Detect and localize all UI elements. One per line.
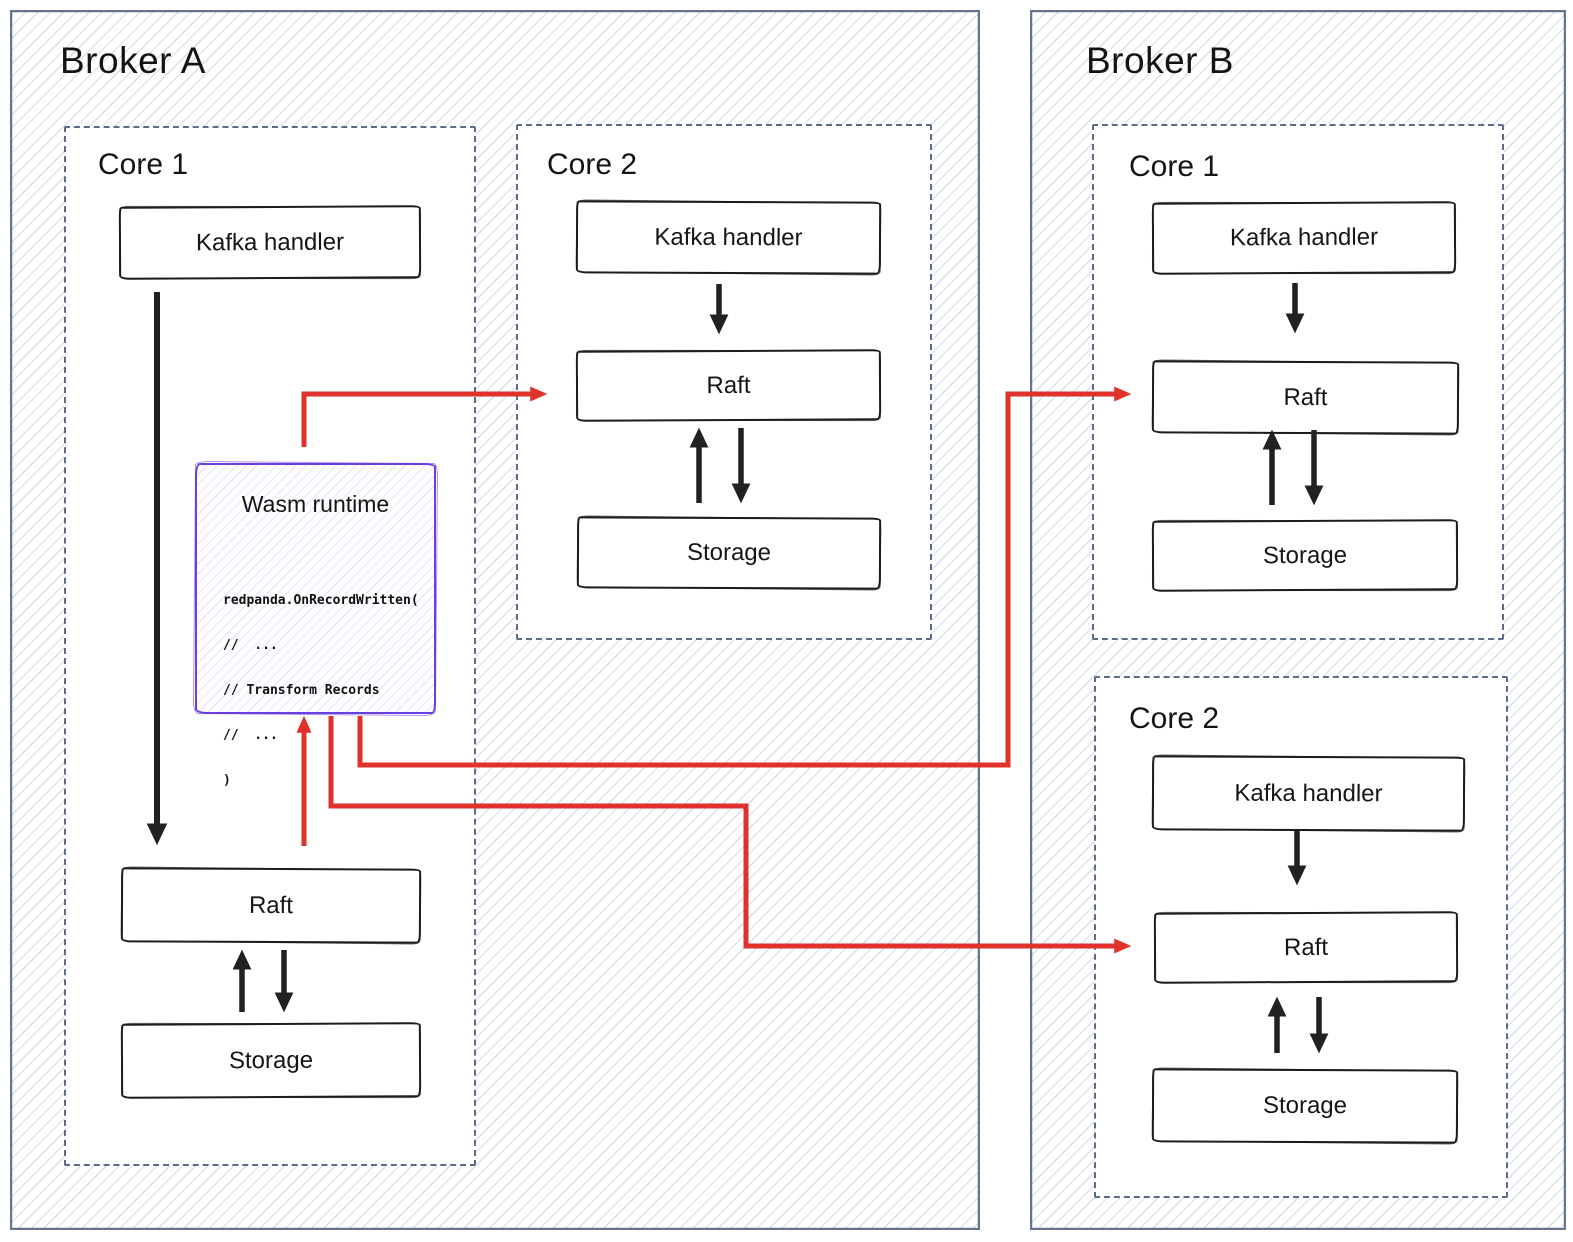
node-raft-b1-label: Raft [1283,383,1328,411]
broker-b-title: Broker B [1086,40,1234,81]
node-raft-a2: Raft [575,349,882,422]
wasm-runtime-box: Wasm runtime redpanda.OnRecordWritten( /… [195,463,436,788]
core-panel-a2: Core 2 Kafka handler Raft Storage [516,124,932,640]
node-kafka-handler-a2-label: Kafka handler [654,223,803,251]
broker-a-container: Broker A Core 1 Kafka handler Wasm runti… [10,10,980,1230]
wasm-runtime-title: Wasm runtime [241,491,390,517]
node-kafka-handler-a1: Kafka handler [118,205,422,280]
node-storage-b1-label: Storage [1262,541,1348,569]
node-kafka-handler-b1: Kafka handler [1151,201,1457,275]
node-kafka-handler-b2-label: Kafka handler [1234,779,1383,807]
node-storage-b2-label: Storage [1262,1091,1348,1120]
core-a2-title: Core 2 [547,148,638,181]
core-a1-title: Core 1 [98,148,189,181]
node-kafka-handler-a1-label: Kafka handler [195,228,345,256]
node-kafka-handler-a2: Kafka handler [575,200,882,275]
wasm-code-line: redpanda.OnRecordWritten( [223,593,419,608]
node-storage-a2: Storage [576,516,882,590]
node-raft-b1: Raft [1151,360,1460,435]
node-raft-a1: Raft [120,867,422,944]
node-raft-a2-label: Raft [706,371,751,399]
wasm-code-snippet: redpanda.OnRecordWritten( // ... // Tran… [223,563,419,818]
node-raft-b2: Raft [1153,911,1459,984]
node-storage-a1: Storage [120,1022,422,1099]
broker-a-title: Broker A [60,40,206,81]
core-panel-a1: Core 1 Kafka handler Wasm runtime redpan… [64,126,476,1166]
core-b1-title: Core 1 [1129,150,1220,183]
wasm-code-line: // ... [223,638,278,653]
wasm-code-line: // ... [223,728,278,743]
wasm-code-line: ) [223,773,231,788]
node-kafka-handler-b1-label: Kafka handler [1229,223,1379,252]
broker-b-container: Broker B Core 1 Kafka handler Raft Stora… [1030,10,1566,1230]
node-storage-a2-label: Storage [686,538,772,567]
node-storage-a1-label: Storage [228,1046,314,1074]
node-kafka-handler-b2: Kafka handler [1151,755,1466,832]
wasm-code-line: // Transform Records [223,683,380,698]
node-storage-b2: Storage [1151,1068,1459,1144]
node-raft-a1-label: Raft [248,891,294,919]
node-raft-b2-label: Raft [1283,933,1329,961]
core-panel-b2: Core 2 Kafka handler Raft Storage [1094,676,1508,1198]
core-panel-b1: Core 1 Kafka handler Raft Storage [1092,124,1504,640]
node-storage-b1: Storage [1151,519,1459,592]
core-b2-title: Core 2 [1129,702,1220,735]
